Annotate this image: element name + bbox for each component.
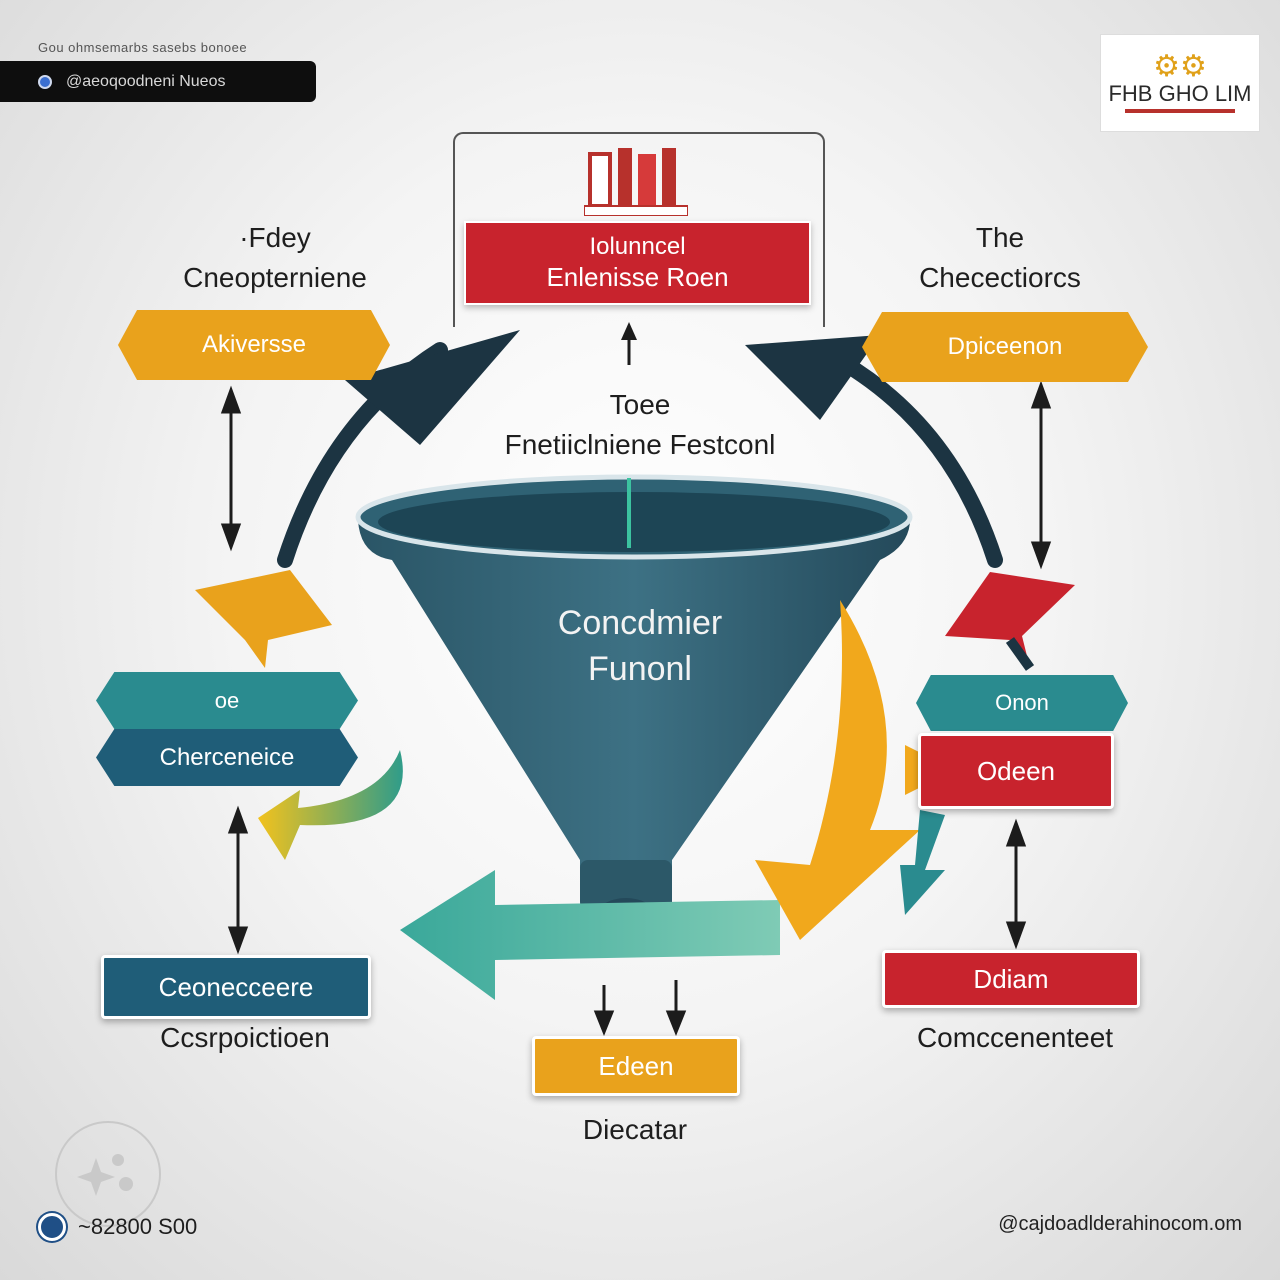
right-orange-arrow	[755, 600, 920, 940]
center-heading-line2: Fnetiiclniene Festconl	[504, 429, 776, 460]
left-box-2-top: oe	[96, 672, 358, 729]
ai-watermark-icon	[55, 1121, 161, 1227]
handle-bar: @aeoqoodneni Nueos	[0, 61, 316, 102]
right-box-2-top: Onon	[916, 675, 1128, 731]
left-swoosh-arrow	[258, 750, 403, 860]
center-heading-line1: Toee	[609, 389, 671, 420]
footer-handle-text: ~82800 S00	[78, 1214, 198, 1239]
right-red-arrow	[945, 572, 1075, 668]
footer-website: @cajdoadlderahinocom.om	[998, 1213, 1242, 1235]
top-banner: Iolunncel Enlenisse Roen	[464, 221, 811, 305]
bottom-teal-arrow	[400, 870, 780, 1000]
top-caption: Gou ohmsemarbs sasebs bonoee	[38, 40, 248, 55]
left-box-1: Akiversse	[118, 310, 390, 380]
left-arc-arrowhead	[345, 330, 520, 445]
funnel-label-line2: Funonl	[588, 650, 692, 688]
right-box-3: Ddiam	[882, 950, 1140, 1008]
left-caption: Ccsrpoictioen	[160, 1022, 330, 1053]
handle-text: @aeoqoodneni Nueos	[66, 72, 226, 90]
left-box-2: oe Cherceneice	[96, 672, 358, 786]
left-heading: ·Fdey Cneopterniene	[140, 218, 410, 298]
top-banner-line1: Iolunncel	[589, 233, 686, 260]
bottom-box: Edeen	[532, 1036, 740, 1096]
left-yellow-arrow	[195, 570, 332, 668]
right-arc-arrow	[822, 347, 1003, 568]
right-arc-arrowhead	[745, 335, 880, 420]
brand-logo: ⚙⚙ FHB GHO LIM	[1100, 34, 1260, 132]
top-frame	[453, 132, 825, 327]
left-heading-line2: Cneopterniene	[183, 262, 367, 293]
center-heading: Toee Fnetiiclniene Festconl	[440, 385, 840, 465]
right-heading-line1: The	[975, 222, 1025, 253]
right-box-2-bottom: Odeen	[918, 733, 1114, 809]
funnel-spout	[580, 860, 672, 910]
right-teal-arrow	[900, 810, 945, 915]
left-double-arrow-2	[227, 805, 249, 955]
right-double-arrow-2	[1005, 818, 1027, 950]
funnel-label: Concdmier Funonl	[490, 600, 790, 692]
funnel-body	[358, 515, 911, 900]
logo-underline	[1125, 109, 1235, 113]
shield-icon	[38, 74, 52, 89]
funnel-label-line1: Concdmier	[557, 604, 723, 642]
logo-text: FHB GHO LIM	[1108, 81, 1252, 106]
trophy-icon	[584, 148, 688, 216]
right-double-arrow-1	[1030, 380, 1052, 570]
instagram-icon	[38, 1213, 66, 1241]
logo-mark-icon: ⚙⚙	[1153, 50, 1207, 83]
right-caption: Comccenenteet	[916, 1022, 1114, 1053]
footer-handle: ~82800 S00	[38, 1213, 197, 1241]
bottom-caption: Diecatar	[582, 1114, 688, 1145]
left-double-arrow-1	[220, 385, 242, 552]
bottom-down-arrows	[593, 980, 687, 1037]
right-heading: The Checectiorcs	[870, 218, 1130, 298]
left-box-3: Ceonecceere	[101, 955, 371, 1019]
right-box-1: Dpiceenon	[862, 312, 1148, 382]
left-heading-line1: ·Fdey	[239, 222, 311, 253]
top-banner-line2: Enlenisse Roen	[546, 262, 729, 292]
right-heading-line2: Checectiorcs	[919, 262, 1081, 293]
left-box-2-bottom: Cherceneice	[96, 729, 358, 786]
